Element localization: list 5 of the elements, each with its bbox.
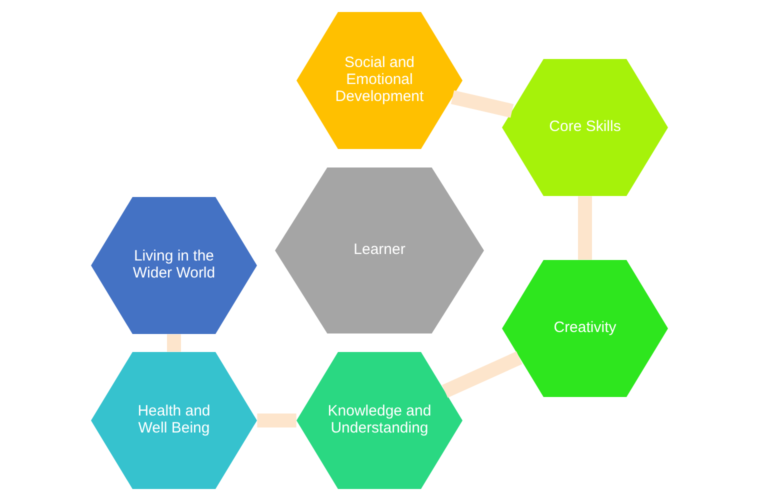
connector [450,90,514,118]
connector [442,351,522,398]
connector [257,414,296,428]
connector [578,196,592,260]
connector [167,334,181,352]
